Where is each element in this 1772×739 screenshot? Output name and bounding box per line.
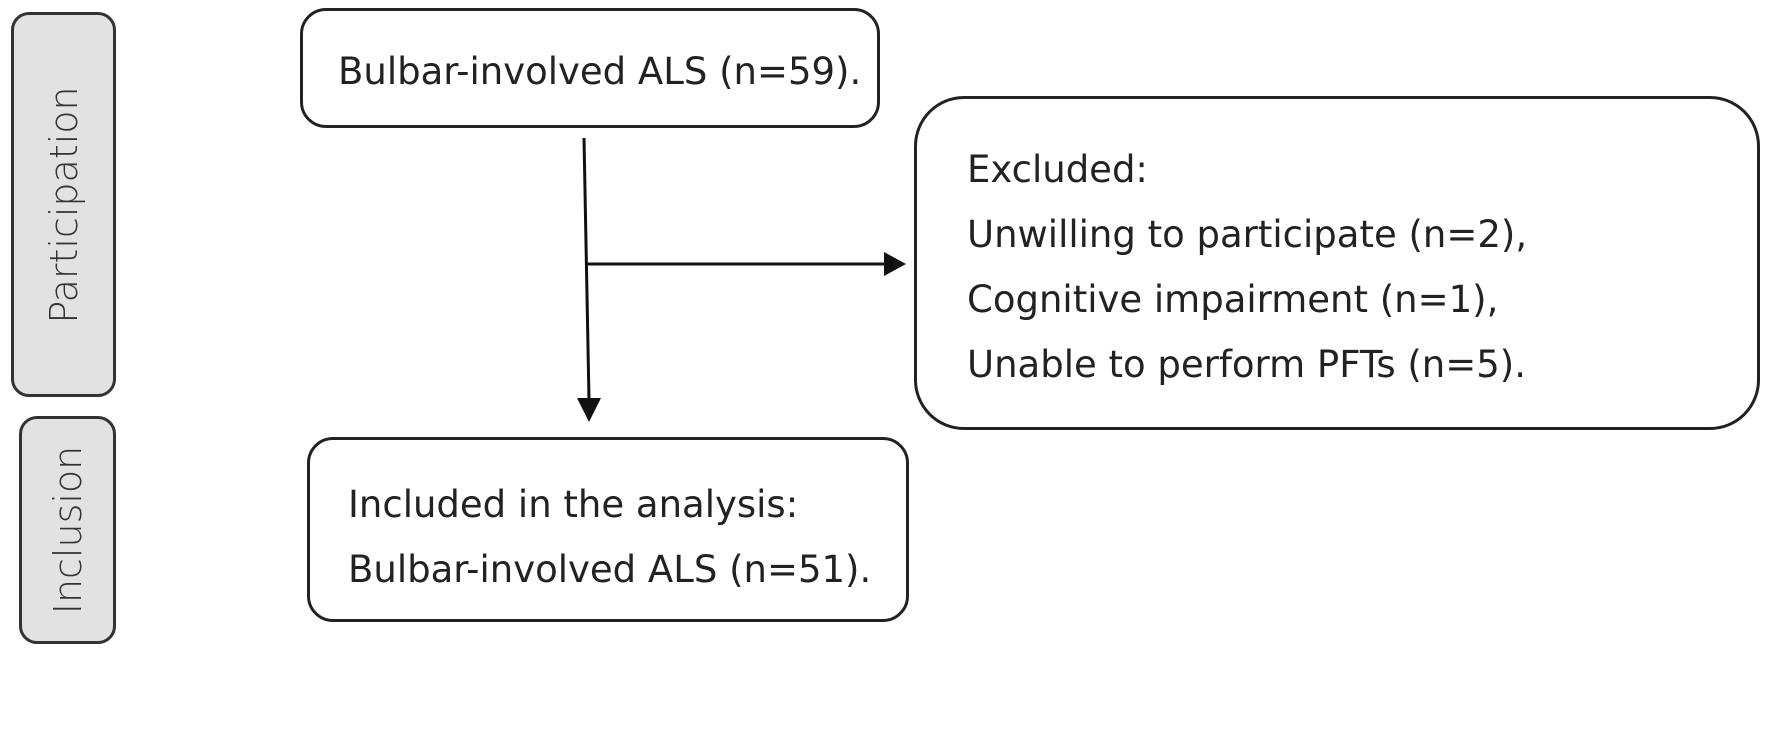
vertical-connector-line	[582, 137, 591, 401]
included-text: Bulbar-involved ALS (n=51).	[348, 548, 872, 591]
excluded-heading: Excluded:	[967, 148, 1148, 191]
excluded-reason: Cognitive impairment (n=1),	[967, 278, 1499, 321]
stage-label-inclusion: Inclusion	[19, 416, 116, 644]
excluded-reason: Unable to perform PFTs (n=5).	[967, 343, 1526, 386]
right-arrowhead	[884, 252, 906, 276]
stage-label-participation: Participation	[11, 12, 116, 397]
included-heading: Included in the analysis:	[348, 483, 799, 526]
down-arrowhead	[577, 398, 601, 422]
excluded-box: Excluded: Unwilling to participate (n=2)…	[914, 96, 1760, 430]
screened-text: Bulbar-involved ALS (n=59).	[338, 50, 862, 93]
included-box: Included in the analysis: Bulbar-involve…	[307, 437, 909, 622]
excluded-reason: Unwilling to participate (n=2),	[967, 213, 1528, 256]
screened-box: Bulbar-involved ALS (n=59).	[300, 8, 880, 128]
